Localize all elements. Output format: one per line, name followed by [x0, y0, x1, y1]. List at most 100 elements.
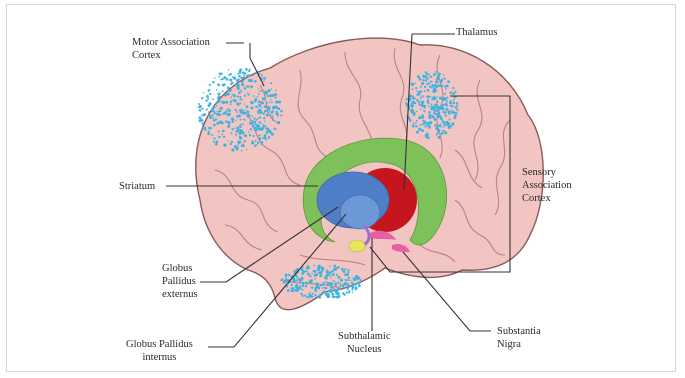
cortex-dot — [434, 124, 437, 127]
cortex-dot — [231, 141, 233, 143]
cortex-dot — [213, 124, 216, 127]
cortex-dot — [244, 103, 245, 104]
cortex-dot — [322, 287, 324, 289]
globus-pallidus-internus-shape — [340, 195, 380, 229]
cortex-dot — [237, 141, 239, 143]
cortex-dot — [256, 96, 257, 97]
cortex-dot — [271, 94, 274, 97]
cortex-dot — [326, 274, 329, 277]
cortex-dot — [422, 95, 424, 97]
cortex-dot — [427, 96, 430, 99]
cortex-dot — [254, 145, 256, 147]
cortex-dot — [212, 81, 214, 83]
cortex-dot — [405, 102, 407, 104]
cortex-dot — [451, 105, 453, 107]
cortex-dot — [411, 104, 412, 105]
cortex-dot — [232, 94, 234, 96]
cortex-dot — [302, 267, 304, 269]
cortex-dot — [450, 109, 452, 111]
cortex-dot — [241, 108, 243, 110]
cortex-dot — [276, 122, 278, 124]
cortex-dot — [258, 125, 261, 128]
cortex-dot — [290, 290, 292, 292]
cortex-dot — [325, 287, 327, 289]
cortex-dot — [327, 282, 330, 285]
cortex-dot — [438, 111, 440, 113]
cortex-dot — [280, 114, 282, 116]
cortex-dot — [441, 119, 443, 121]
cortex-dot — [264, 92, 267, 95]
cortex-dot — [259, 137, 261, 139]
cortex-dot — [358, 281, 361, 284]
cortex-dot — [430, 104, 432, 106]
cortex-dot — [418, 91, 420, 93]
cortex-dot — [268, 136, 271, 139]
cortex-dot — [220, 79, 222, 81]
cortex-dot — [429, 121, 432, 124]
cortex-dot — [443, 104, 445, 106]
cortex-dot — [443, 74, 444, 75]
cortex-dot — [430, 114, 432, 116]
cortex-dot — [219, 93, 221, 95]
cortex-dot — [260, 123, 262, 125]
cortex-dot — [300, 293, 302, 295]
cortex-dot — [337, 288, 340, 291]
cortex-dot — [261, 90, 263, 92]
cortex-dot — [417, 75, 420, 78]
cortex-dot — [426, 73, 428, 75]
cortex-dot — [330, 271, 332, 273]
cortex-dot — [445, 88, 447, 90]
cortex-dot — [444, 114, 446, 116]
cortex-dot — [302, 282, 305, 285]
cortex-dot — [450, 125, 452, 127]
cortex-dot — [237, 95, 239, 97]
cortex-dot — [309, 295, 312, 298]
cortex-dot — [239, 69, 242, 72]
cortex-dot — [261, 74, 263, 76]
cortex-dot — [420, 97, 422, 99]
cortex-dot — [287, 290, 289, 292]
cortex-dot — [220, 114, 222, 116]
cortex-dot — [347, 274, 349, 276]
cortex-dot — [433, 118, 436, 121]
cortex-dot — [239, 125, 241, 127]
cortex-dot — [441, 84, 443, 86]
cortex-dot — [215, 141, 218, 144]
cortex-dot — [348, 277, 350, 279]
cortex-dot — [412, 101, 415, 104]
cortex-dot — [313, 270, 315, 272]
cortex-dot — [239, 118, 241, 120]
cortex-dot — [443, 99, 445, 101]
cortex-dot — [203, 113, 206, 116]
cortex-dot — [271, 133, 274, 136]
cortex-dot — [431, 99, 433, 101]
cortex-dot — [248, 70, 250, 72]
cortex-dot — [272, 119, 274, 121]
cortex-dot — [222, 84, 225, 87]
cortex-dot — [230, 103, 232, 105]
cortex-dot — [243, 77, 245, 79]
cortex-dot — [311, 273, 312, 274]
cortex-dot — [305, 285, 308, 288]
cortex-dot — [291, 284, 293, 286]
cortex-dot — [416, 99, 418, 101]
cortex-dot — [321, 268, 324, 271]
cortex-dot — [226, 78, 229, 81]
cortex-dot — [274, 96, 276, 98]
cortex-dot — [302, 284, 305, 287]
cortex-dot — [201, 114, 203, 116]
cortex-dot — [240, 96, 242, 98]
cortex-dot — [446, 97, 448, 99]
cortex-dot — [248, 94, 250, 96]
cortex-dot — [214, 77, 216, 79]
cortex-dot — [216, 122, 219, 125]
cortex-dot — [347, 288, 349, 290]
cortex-dot — [266, 109, 268, 111]
cortex-dot — [222, 130, 225, 133]
cortex-dot — [263, 77, 266, 80]
cortex-dot — [222, 78, 224, 80]
cortex-dot — [198, 107, 199, 108]
cortex-dot — [217, 111, 219, 113]
cortex-dot — [233, 94, 236, 97]
